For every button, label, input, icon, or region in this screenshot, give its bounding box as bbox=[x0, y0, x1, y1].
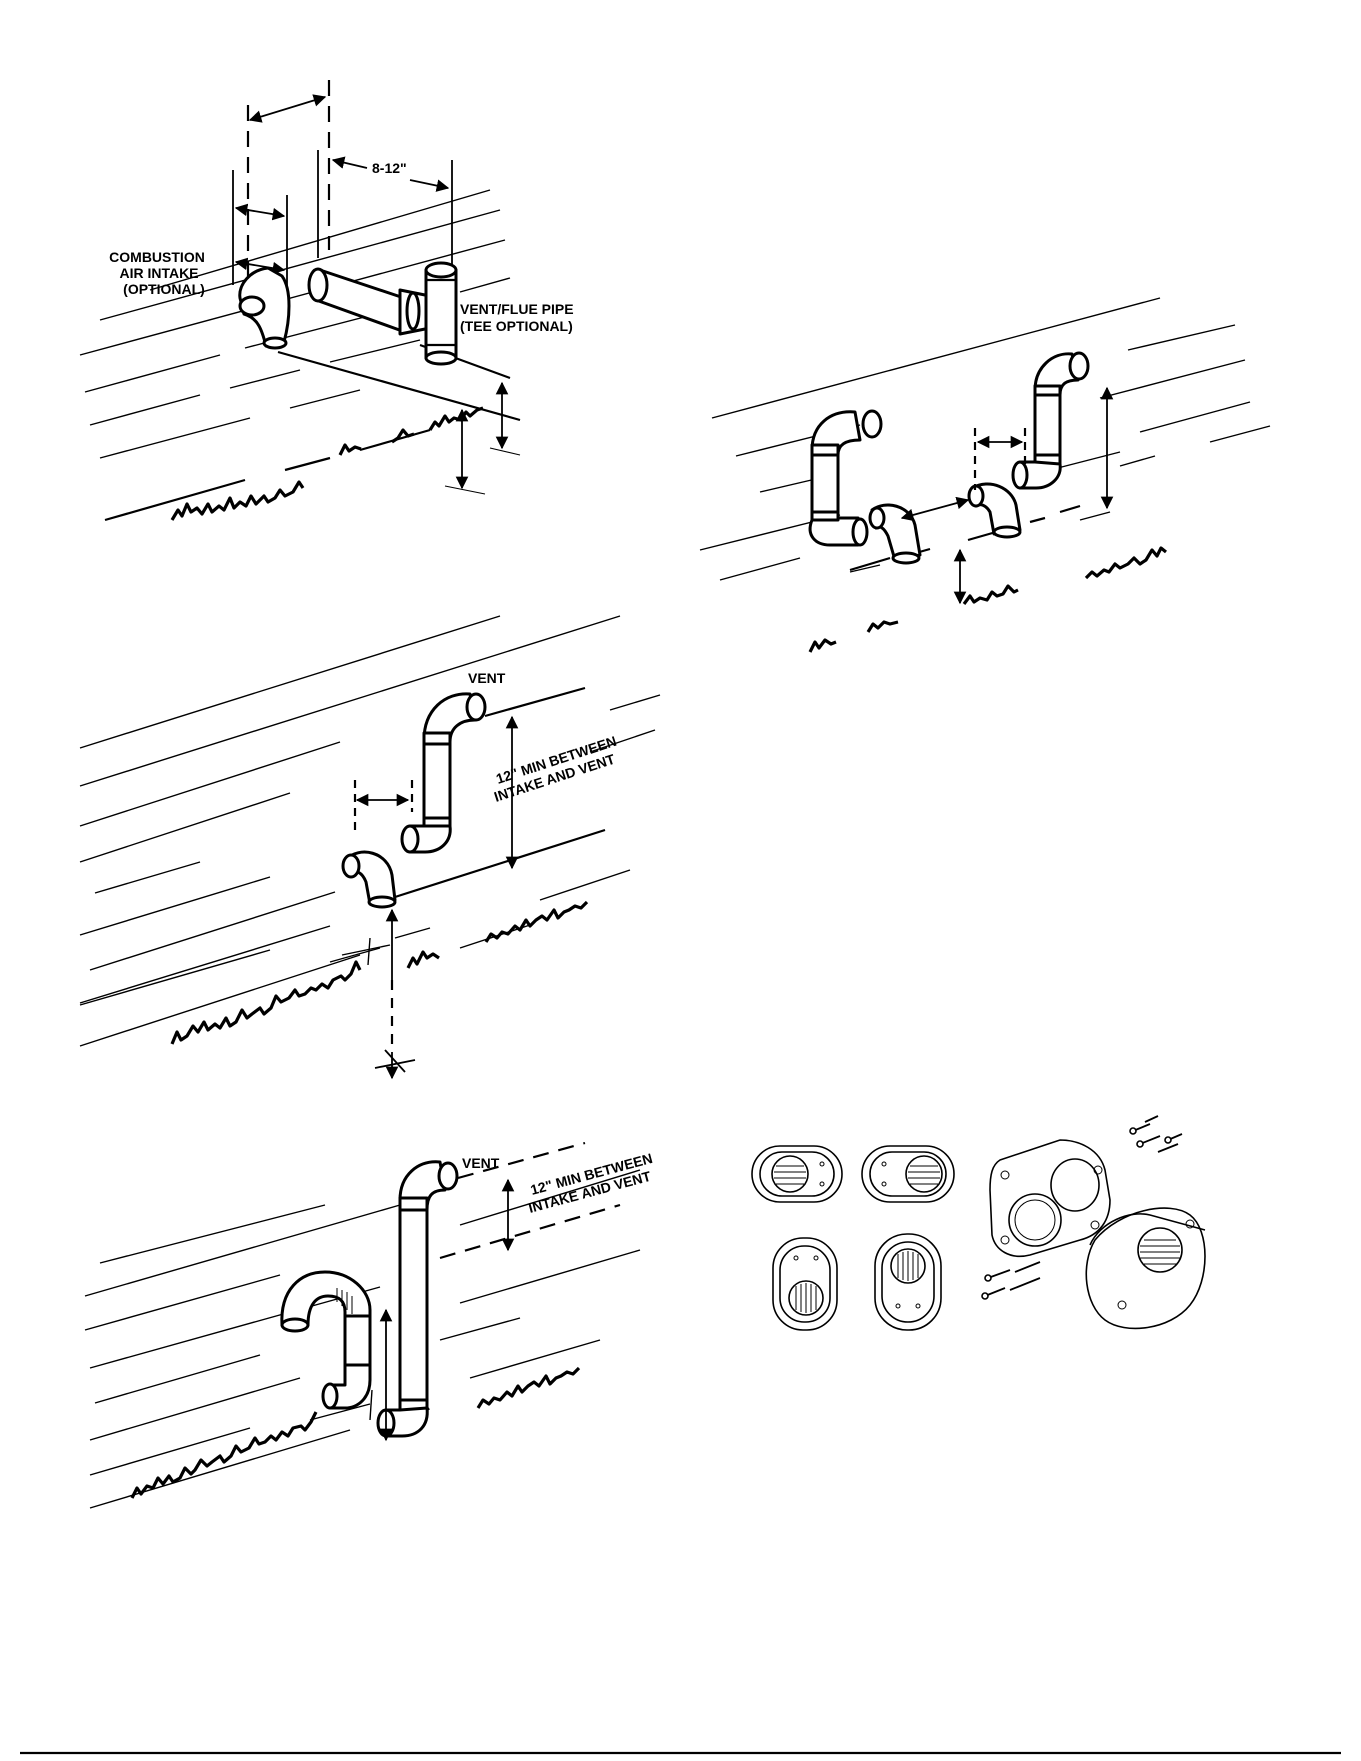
vent-label: VENT bbox=[462, 1155, 500, 1171]
intake-label: AIR INTAKE bbox=[119, 265, 198, 281]
figure-1-horizontal-vent-tee: 8-12" COMBUSTION AIR INTAKE (OPTIONAL) V… bbox=[80, 80, 574, 520]
figure-4-vent-and-periscope-intake: VENT 12" MIN BETWEEN INTAKE AND VENT bbox=[85, 1143, 654, 1508]
vent-snorkel bbox=[402, 694, 485, 852]
wall-crack bbox=[370, 1390, 372, 1420]
ground-grass-line bbox=[172, 902, 587, 1044]
wall-crack bbox=[368, 938, 370, 965]
intake-elbow-right bbox=[969, 484, 1020, 537]
tick-mark bbox=[445, 486, 485, 494]
base-line bbox=[1060, 506, 1080, 512]
mounting-flange bbox=[990, 1140, 1110, 1256]
dimension-arrow bbox=[902, 500, 968, 518]
dimension-label-8-12: 8-12" bbox=[372, 160, 407, 176]
intake-elbow bbox=[343, 852, 395, 907]
dimension-arrow bbox=[236, 208, 284, 216]
periscope-intake bbox=[282, 1272, 370, 1408]
dimension-arrow-8-12 bbox=[333, 160, 367, 168]
intake-label: (OPTIONAL) bbox=[123, 281, 205, 297]
vent-flue-label: VENT/FLUE PIPE bbox=[460, 301, 574, 317]
tick-mark bbox=[490, 448, 520, 455]
base-line bbox=[1030, 518, 1045, 522]
intake-elbow bbox=[240, 268, 289, 348]
dimension-arrow-8-12 bbox=[410, 180, 448, 188]
vent-label: VENT bbox=[468, 670, 506, 686]
base-line bbox=[342, 945, 390, 955]
dimension-arrow bbox=[250, 97, 325, 120]
termination-plate-vertical-left bbox=[773, 1238, 837, 1330]
figure-5-termination-kits bbox=[752, 1116, 1205, 1330]
base-line bbox=[850, 558, 890, 570]
wall-siding-lines bbox=[700, 298, 1270, 580]
vent-flue-label: (TEE OPTIONAL) bbox=[460, 318, 573, 334]
intake-label: COMBUSTION bbox=[109, 249, 205, 265]
figure-2-dual-snorkel bbox=[700, 298, 1270, 652]
vent-centerline bbox=[278, 352, 520, 420]
vent-clearance-line bbox=[485, 688, 585, 716]
tick-mark bbox=[385, 1050, 405, 1072]
vent-snorkel bbox=[378, 1162, 457, 1436]
wall-siding-lines bbox=[80, 616, 660, 1046]
termination-plate-vertical-right bbox=[875, 1234, 941, 1330]
termination-plate-horizontal-left bbox=[752, 1146, 842, 1202]
intake-elbow-left bbox=[870, 505, 920, 563]
ground-grass-line bbox=[172, 408, 483, 520]
ground-grass-line bbox=[810, 548, 1166, 652]
figure-3-vent-and-intake: VENT 12" MIN BETWEEN INTAKE AND VENT bbox=[80, 616, 660, 1078]
termination-plate-horizontal-right bbox=[862, 1146, 954, 1202]
termination-cover bbox=[1086, 1208, 1205, 1328]
right-vent-snorkel bbox=[1013, 353, 1088, 488]
